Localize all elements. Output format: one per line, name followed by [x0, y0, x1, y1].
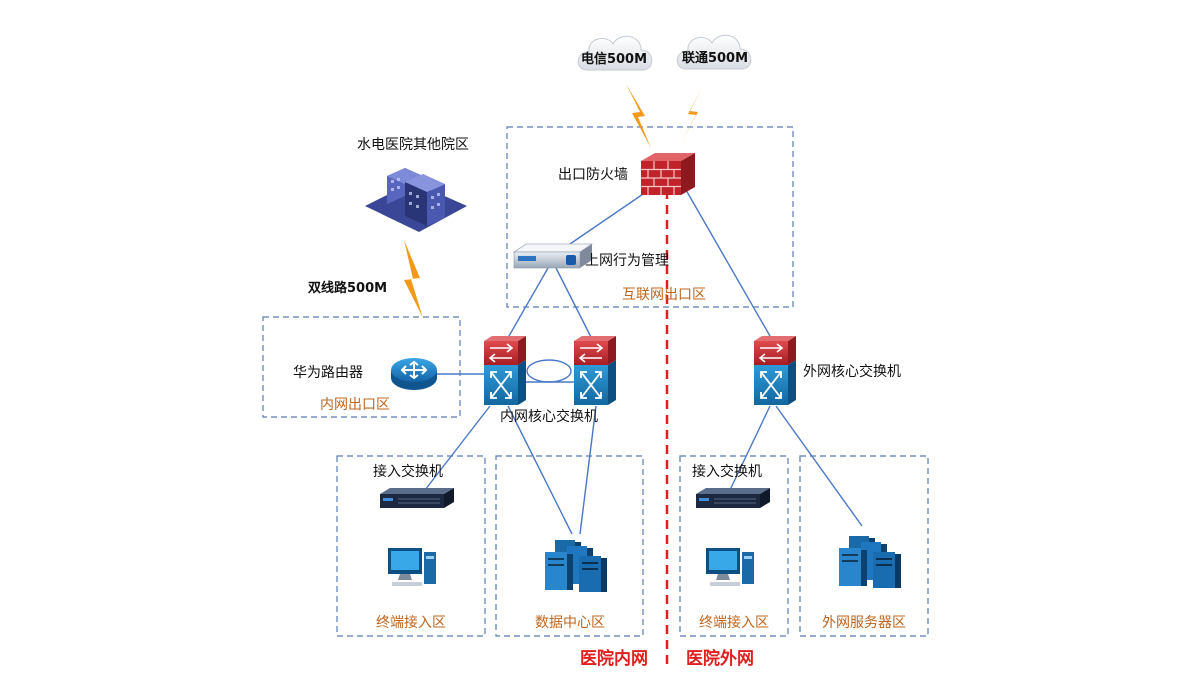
branch-hospital-label: 水电医院其他院区: [357, 137, 469, 153]
terminal-zone-extranet-label: 终端接入区: [699, 614, 769, 631]
intranet-label: 医院内网: [580, 648, 648, 669]
isp-unicom-label: 联通500M: [682, 50, 748, 66]
intranet-exit-zone: [262, 316, 461, 418]
desktop-pc-icon: [388, 548, 436, 586]
cloud-icon: [577, 35, 653, 71]
cloud-icon: [676, 34, 752, 70]
access-switch-extranet-label: 接入交换机: [692, 463, 762, 480]
server-cluster-icon: [545, 540, 607, 592]
intranet-core-switch-label: 内网核心交换机: [500, 408, 598, 425]
server-cluster-icon: [839, 536, 901, 588]
core-switch-icon: [484, 336, 526, 405]
firewall-icon: [641, 153, 695, 195]
extranet-label: 医院外网: [686, 648, 754, 669]
office-building-icon: [365, 168, 467, 232]
intranet-exit-zone-label: 内网出口区: [320, 397, 390, 413]
datacenter-zone-label: 数据中心区: [535, 615, 605, 631]
rack-switch-icon: [696, 488, 770, 508]
core-switch-icon: [574, 336, 616, 405]
internet-exit-zone: [506, 126, 794, 308]
firewall-label: 出口防火墙: [558, 167, 628, 183]
desktop-pc-icon: [706, 548, 754, 586]
router-label: 华为路由器: [293, 365, 363, 381]
extranet-server-zone-label: 外网服务器区: [822, 615, 906, 631]
router-icon: [391, 358, 437, 390]
terminal-zone-intranet: [336, 455, 486, 637]
lightning-bolt-icon: [678, 84, 704, 148]
access-switch-intranet-label: 接入交换机: [373, 463, 443, 480]
datacenter-zone: [495, 455, 644, 637]
terminal-zone-intranet-label: 终端接入区: [376, 614, 446, 631]
network-links: [424, 189, 863, 535]
internet-exit-zone-label: 互联网出口区: [622, 287, 706, 303]
terminal-zone-extranet: [679, 455, 789, 637]
dual-link-label: 双线路500M: [308, 280, 387, 296]
rack-switch-icon: [380, 488, 454, 508]
core-switch-icon: [754, 336, 796, 405]
extranet-core-switch-label: 外网核心交换机: [803, 363, 901, 380]
behavior-mgmt-label: 上网行为管理: [585, 253, 669, 269]
network-appliance-icon: [512, 243, 594, 269]
lightning-bolt-icon: [626, 84, 651, 148]
extranet-server-zone: [799, 455, 929, 637]
isp-telecom-label: 电信500M: [581, 51, 647, 67]
lightning-bolt-icon: [404, 240, 423, 318]
